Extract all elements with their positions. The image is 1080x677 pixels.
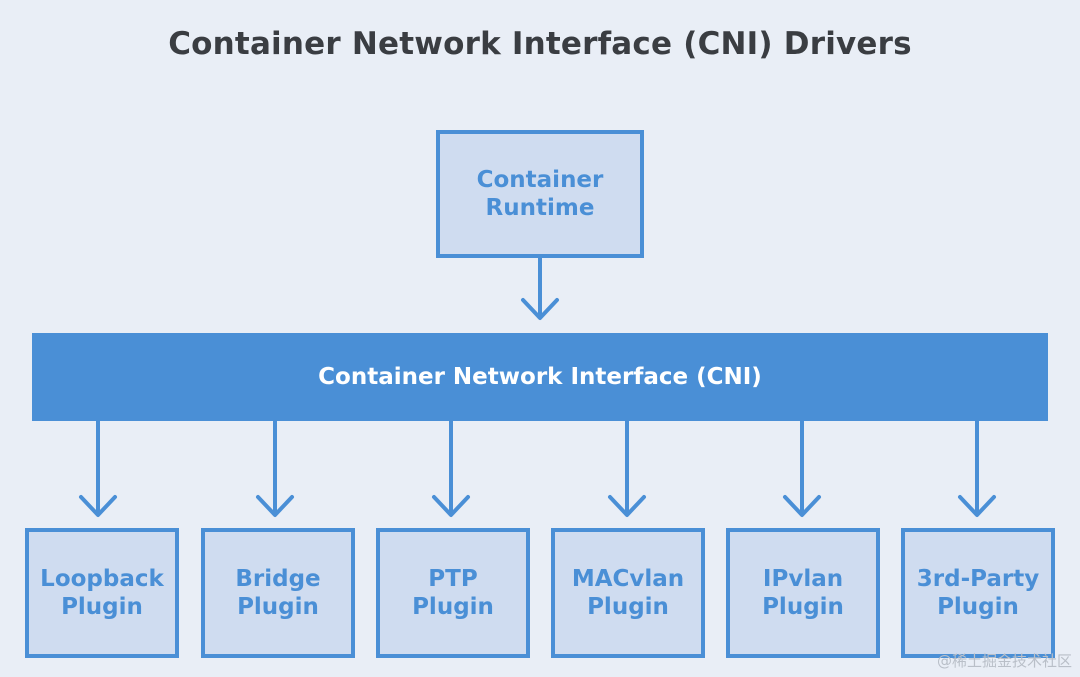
container-runtime-label: Container Runtime: [476, 167, 604, 221]
cni-bar-label: Container Network Interface (CNI): [318, 364, 762, 390]
cni-to-ipvlan-arrow: [783, 419, 821, 517]
cni-to-loopback-arrow: [79, 419, 117, 517]
diagram-title: Container Network Interface (CNI) Driver…: [168, 26, 912, 62]
loopback-plugin-box: Loopback Plugin: [25, 528, 179, 658]
cni-to-ptp-arrow: [432, 419, 470, 517]
loopback-plugin-label: Loopback Plugin: [40, 566, 164, 620]
runtime-to-cni-arrow: [521, 256, 559, 320]
ipvlan-plugin-box: IPvlan Plugin: [726, 528, 880, 658]
cni-bar: Container Network Interface (CNI): [32, 333, 1048, 421]
cni-to-macvlan-arrow: [608, 419, 646, 517]
cni-to-bridge-arrow: [256, 419, 294, 517]
cni-to-3rd-party-arrow: [958, 419, 996, 517]
3rd-party-plugin-label: 3rd-Party Plugin: [916, 566, 1040, 620]
ptp-plugin-box: PTP Plugin: [376, 528, 530, 658]
watermark: @稀土掘金技术社区: [936, 652, 1072, 670]
ptp-plugin-label: PTP Plugin: [412, 566, 494, 620]
bridge-plugin-label: Bridge Plugin: [235, 566, 321, 620]
ipvlan-plugin-label: IPvlan Plugin: [762, 566, 844, 620]
container-runtime-box: Container Runtime: [436, 130, 644, 258]
bridge-plugin-box: Bridge Plugin: [201, 528, 355, 658]
macvlan-plugin-label: MACvlan Plugin: [571, 566, 685, 620]
3rd-party-plugin-box: 3rd-Party Plugin: [901, 528, 1055, 658]
macvlan-plugin-box: MACvlan Plugin: [551, 528, 705, 658]
